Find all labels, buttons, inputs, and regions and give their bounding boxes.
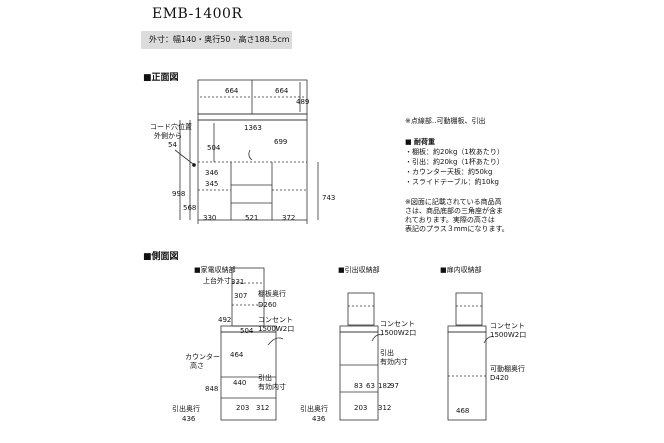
height-disclaimer: ※図面に記載されている商品高 さは、商品底部の三角座が含ま れております。実際の… [405, 198, 509, 233]
model-number: EMB-1400R [152, 6, 243, 22]
dim-521: 521 [245, 214, 258, 222]
kaden-title: ■家電収納部 [194, 265, 236, 274]
hikidashi-title: ■引出収納部 [338, 265, 380, 274]
kaden-counter: カウンター [185, 352, 220, 361]
dim-345: 345 [205, 180, 218, 188]
kaden-440: 440 [233, 379, 246, 387]
dim-504: 504 [207, 144, 221, 152]
load-title: ■ 耐荷重 [405, 138, 436, 146]
hikidashi-203: 203 [354, 404, 367, 412]
dim-489: 489 [296, 98, 309, 106]
dim-664-right: 664 [275, 87, 289, 95]
hikidashi-drawer-inner: 引出 [380, 348, 394, 357]
load-item: ・引出：約20kg（1杯あたり） [405, 158, 504, 166]
outlet-hole-label: コード穴位置 [150, 122, 192, 131]
hikidashi-drawer-depth: 引出奥行 [300, 404, 328, 413]
tonai-outlet: コンセント [490, 322, 525, 330]
kaden-drawer-inner: 引出 [258, 373, 272, 382]
kaden-top-outer: 上台外寸 [203, 276, 231, 285]
kaden-464: 464 [230, 351, 244, 359]
tonai-468: 468 [456, 407, 469, 415]
kaden-203: 203 [236, 404, 249, 412]
outlet-hole-sub: 外側から [154, 131, 182, 140]
load-item: ・スライドテーブル：約10kg [405, 178, 499, 186]
dim-998: 998 [172, 190, 185, 198]
dim-664-left: 664 [225, 87, 239, 95]
dim-699: 699 [274, 138, 287, 146]
kaden-counter-h: 高さ [190, 361, 204, 370]
outlet-hole-value: 54 [168, 141, 177, 149]
hikidashi-97: 97 [390, 382, 399, 390]
kaden-outlet: コンセント [258, 316, 293, 324]
hikidashi-outlet: コンセント [380, 320, 415, 328]
load-item: ・カウンター天板：約50kg [405, 168, 493, 176]
kaden-drawer-depth-val: 436 [182, 415, 196, 423]
kaden-drawer-inner2: 有効内寸 [258, 382, 286, 391]
outer-dimensions: 外寸：幅140・奥行50・高さ188.5cm [141, 31, 292, 49]
note-dotted: ※点線部‥可動棚板、引出 [405, 117, 486, 125]
kaden-331: 331 [231, 278, 244, 286]
hikidashi-83: 83 [354, 382, 363, 390]
tonai-outlet-val: 1500W2口 [490, 331, 526, 339]
kaden-492: 492 [218, 316, 231, 324]
dim-372: 372 [282, 214, 295, 222]
kaden-shelf-depth: 棚板奥行 [258, 289, 286, 298]
kaden-outlet-val: 1500W2口 [258, 325, 294, 333]
tonai-title: ■扉内収納部 [440, 265, 482, 274]
tonai-shelf-depth: 可動棚奥行 [490, 364, 525, 373]
kaden-307: 307 [234, 292, 247, 300]
kaden-shelf-depth-val: D260 [258, 301, 277, 309]
kaden-312: 312 [256, 404, 269, 412]
kaden-848: 848 [205, 385, 218, 393]
dim-1363: 1363 [244, 124, 262, 132]
hikidashi-182: 182 [378, 382, 391, 390]
dim-346: 346 [205, 169, 219, 177]
kaden-504: 504 [240, 327, 254, 335]
dim-568: 568 [183, 204, 196, 212]
dim-330: 330 [203, 214, 216, 222]
hikidashi-312: 312 [378, 404, 391, 412]
side-view-title: ■側面図 [143, 252, 179, 262]
front-view-title: ■正面図 [143, 73, 179, 83]
dim-743: 743 [322, 194, 335, 202]
hikidashi-drawer-inner2: 有効内寸 [380, 357, 408, 366]
tonai-shelf-depth-val: D420 [490, 374, 509, 382]
hikidashi-outlet-val: 1500W2口 [380, 329, 416, 337]
hikidashi-drawer-depth-val: 436 [312, 415, 326, 423]
hikidashi-63: 63 [366, 382, 375, 390]
kaden-drawer-depth: 引出奥行 [172, 404, 200, 413]
load-item: ・棚板：約20kg（1枚あたり） [405, 148, 504, 156]
